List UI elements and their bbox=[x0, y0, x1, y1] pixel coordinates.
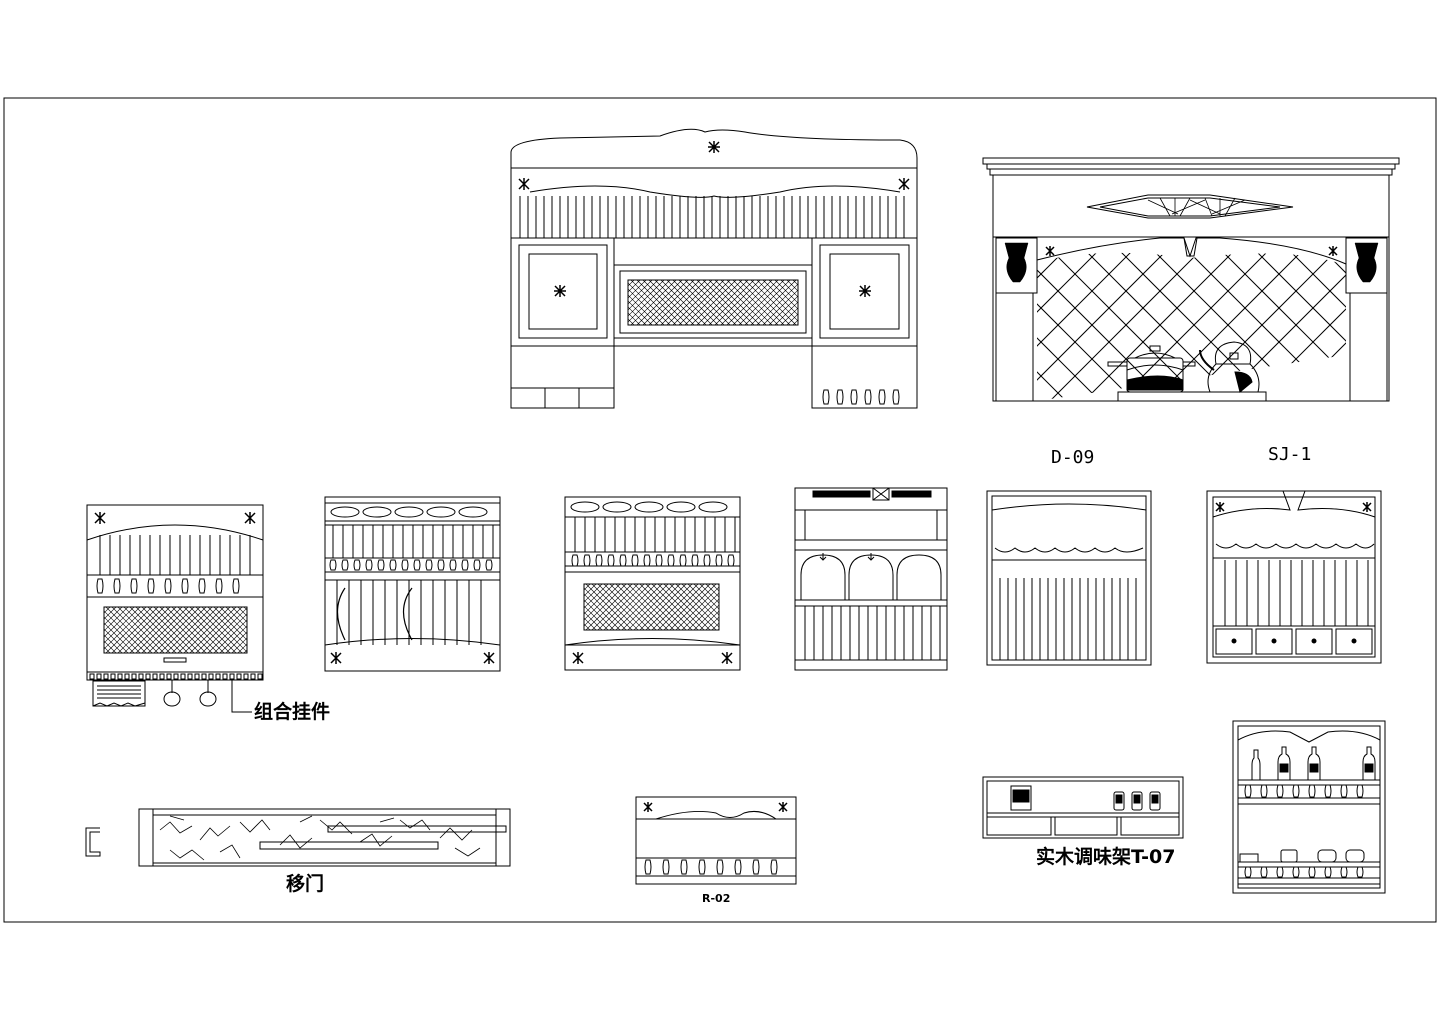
bottle-display-shelf bbox=[1232, 720, 1386, 894]
hood-cabinet-elevation bbox=[510, 128, 918, 409]
label-r02: R-02 bbox=[702, 892, 731, 905]
open-plate-rack bbox=[986, 490, 1152, 666]
plate-rack-cabinet bbox=[324, 496, 501, 672]
wall-cabinet-lattice-glass-rack bbox=[86, 504, 264, 713]
wall-cabinet-lattice-door bbox=[564, 496, 741, 671]
drawing-border bbox=[3, 97, 1437, 923]
bottle-icon bbox=[1251, 746, 1376, 781]
ornament-icon bbox=[572, 652, 584, 664]
ornament-icon bbox=[778, 802, 788, 812]
arched-wine-rack-cabinet bbox=[794, 487, 948, 671]
label-sj1: SJ-1 bbox=[1268, 444, 1312, 465]
ornament-icon bbox=[483, 652, 495, 664]
ornament-icon bbox=[244, 512, 256, 524]
label-combination-hanger: 组合挂件 bbox=[254, 701, 331, 723]
spice-bottle-icon bbox=[1113, 791, 1161, 811]
range-hood-elevation bbox=[982, 157, 1400, 402]
towel-rack-icon bbox=[92, 680, 146, 707]
ornament-icon bbox=[554, 285, 566, 297]
ornament-icon bbox=[1215, 502, 1225, 512]
spice-jar-icon bbox=[1010, 785, 1032, 811]
kettle-icon bbox=[1199, 341, 1260, 393]
ornament-icon bbox=[898, 178, 910, 190]
ornament-icon bbox=[94, 512, 106, 524]
label-spice-rack: 实木调味架T-07 bbox=[1036, 846, 1176, 868]
ornament-icon bbox=[643, 802, 653, 812]
cooking-pot-icon bbox=[1107, 345, 1196, 393]
ornament-icon bbox=[1045, 246, 1055, 256]
ornament-icon bbox=[1362, 502, 1372, 512]
sliding-door-plan bbox=[85, 808, 511, 867]
ornament-icon bbox=[1328, 246, 1338, 256]
ornament-icon bbox=[859, 285, 871, 297]
ornament-icon bbox=[708, 141, 720, 153]
label-d09: D-09 bbox=[1051, 447, 1095, 468]
leader-line bbox=[231, 680, 252, 713]
label-sliding-door: 移门 bbox=[286, 873, 325, 895]
rack-r02 bbox=[635, 796, 797, 885]
spice-rack-t07 bbox=[982, 776, 1184, 839]
ornament-icon bbox=[330, 652, 342, 664]
drawer-plate-rack-cabinet bbox=[1206, 490, 1382, 664]
hanging-glass-icon bbox=[163, 680, 217, 707]
cup-icon bbox=[1239, 849, 1365, 863]
ornament-icon bbox=[721, 652, 733, 664]
ornament-icon bbox=[518, 178, 530, 190]
